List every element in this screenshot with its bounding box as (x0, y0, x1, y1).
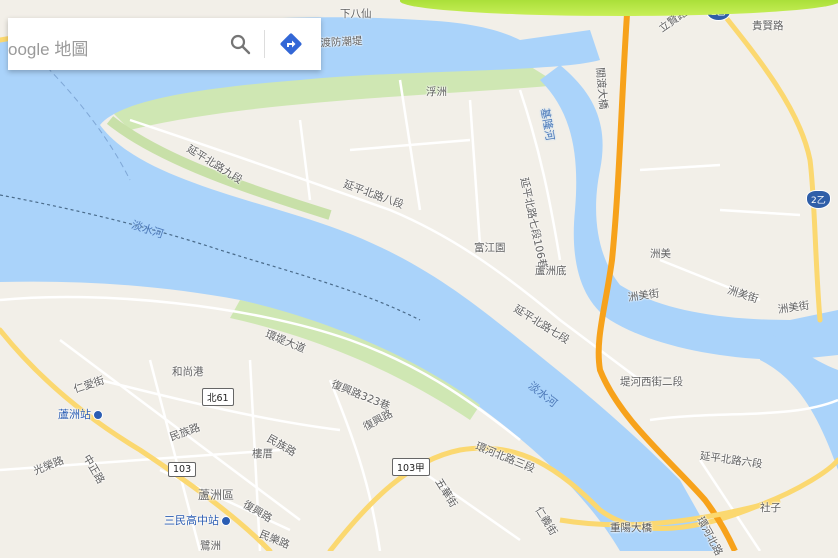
minor-roads-south (0, 295, 838, 551)
sanmin-station-text: 三民高中站 (164, 514, 219, 527)
label-shezi: 社子 (760, 502, 781, 514)
metro-station-icon (221, 516, 231, 526)
route-shield-103: 103 (168, 462, 197, 477)
label-dihe-west-2: 堤河西街二段 (620, 376, 683, 388)
east-water (760, 330, 838, 470)
directions-icon[interactable] (279, 32, 303, 56)
keelung-river (540, 65, 838, 360)
bridge-road (559, 497, 781, 528)
label-fuzhou: 浮洲 (426, 86, 447, 98)
river-channel-line-2 (39, 59, 131, 181)
label-fujiang: 富江園 (474, 242, 506, 254)
route-shield-2b: 2乙 (806, 190, 831, 209)
park-north-bank (100, 60, 560, 130)
search-icon[interactable] (228, 32, 252, 56)
label-top-village: 下八仙 (340, 8, 372, 20)
label-chongyang-bridge: 重陽大橋 (610, 522, 652, 534)
label-luzhou-di: 蘆洲底 (535, 265, 567, 277)
minor-roads-north (129, 79, 801, 381)
search-input[interactable]: oogle 地圖 (8, 40, 89, 59)
label-luzhou-district: 蘆洲區 (198, 488, 235, 502)
route-shield-103a: 103甲 (392, 458, 430, 476)
top-green-banner (400, 0, 838, 16)
label-luzhou-left: 樓厝 (252, 448, 273, 460)
label-shengzhou: 鷺洲 (200, 540, 221, 552)
label-zhoumei: 洲美 (650, 248, 671, 260)
label-guixian-road: 貴賢路 (752, 20, 784, 32)
sanmin-station-label[interactable]: 三民高中站 (164, 512, 231, 528)
metro-station-icon (93, 410, 103, 420)
route-shield-n61: 北61 (202, 388, 234, 406)
park-south-bank (230, 300, 480, 420)
luzhou-station-label[interactable]: 蘆洲站 (58, 406, 103, 422)
searchbox-divider (264, 30, 265, 58)
label-heshanggang: 和尚港 (172, 366, 204, 378)
tamsui-river (0, 17, 720, 551)
luzhou-station-text: 蘆洲站 (58, 408, 91, 421)
river-channel-line (0, 194, 421, 321)
north-bank-shore (106, 116, 332, 220)
highway-orange (595, 0, 738, 551)
search-box[interactable]: oogle 地圖 (8, 18, 321, 70)
